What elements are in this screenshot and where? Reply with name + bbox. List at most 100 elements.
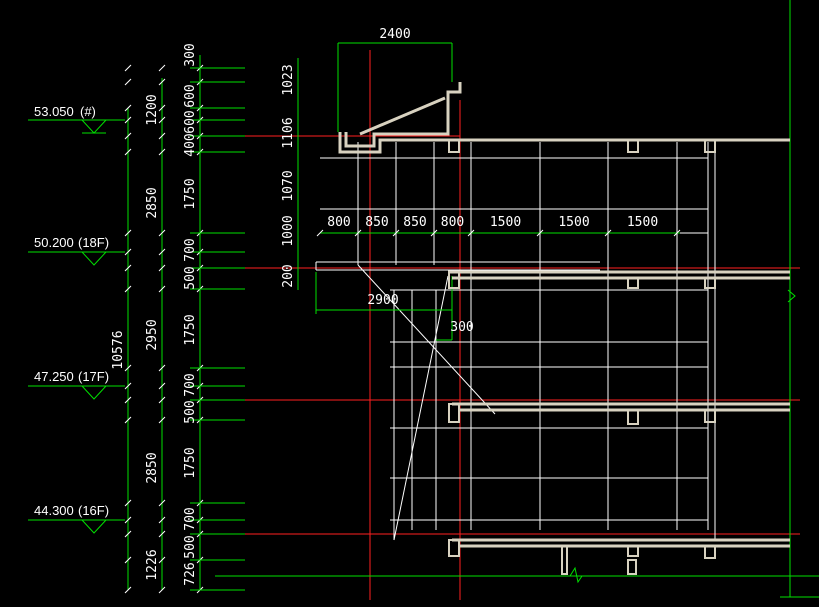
dim-c-3: 1000 bbox=[281, 215, 296, 246]
curtain-wall-grid bbox=[315, 142, 716, 541]
dimension-tick bbox=[124, 78, 132, 86]
dimension-tick bbox=[158, 104, 166, 112]
bay-tick bbox=[392, 229, 400, 237]
dim-b-10: 1750 bbox=[183, 447, 198, 478]
canopy-strut bbox=[359, 96, 446, 136]
dimension-tick bbox=[124, 396, 132, 404]
dimension-tick bbox=[124, 285, 132, 293]
dim-b-8: 700 bbox=[183, 373, 198, 396]
dim-a-0: 1200 bbox=[145, 94, 160, 125]
dimension-tick bbox=[124, 132, 132, 140]
bay-tick bbox=[467, 229, 475, 237]
dimension-tick bbox=[124, 364, 132, 372]
dim-c-0: 1023 bbox=[281, 64, 296, 95]
dimension-tick bbox=[124, 416, 132, 424]
dimension-chains bbox=[127, 55, 299, 590]
dim-a-3: 2850 bbox=[145, 452, 160, 483]
dimension-tick bbox=[158, 382, 166, 390]
level-label-0: 53.050 bbox=[34, 104, 74, 119]
bay-dim-label: 850 bbox=[403, 215, 426, 230]
bay-tick bbox=[430, 229, 438, 237]
level-tag-3: (16F) bbox=[78, 503, 109, 518]
dim-b-1: 600 bbox=[183, 84, 198, 107]
dimension-tick bbox=[124, 248, 132, 256]
dimension-tick bbox=[158, 499, 166, 507]
bay-tick bbox=[354, 229, 362, 237]
dimension-tick bbox=[158, 229, 166, 237]
dimension-tick bbox=[124, 556, 132, 564]
bay-tick bbox=[536, 229, 544, 237]
dimension-tick bbox=[124, 229, 132, 237]
dimension-tick bbox=[124, 382, 132, 390]
frame-lines bbox=[215, 0, 819, 598]
dimension-tick bbox=[124, 64, 132, 72]
bay-dim-label: 1500 bbox=[490, 215, 521, 230]
dim-b-7: 1750 bbox=[183, 314, 198, 345]
break-mark bbox=[569, 566, 583, 584]
dim-b-2: 600 bbox=[183, 110, 198, 133]
dimension-tick bbox=[158, 364, 166, 372]
level-label-2: 47.250 bbox=[34, 369, 74, 384]
top-dimension bbox=[337, 42, 453, 132]
dim-top-width: 2400 bbox=[379, 27, 410, 42]
bay-dim-label: 800 bbox=[441, 215, 464, 230]
dimension-tick bbox=[158, 396, 166, 404]
bay-dim-label: 800 bbox=[327, 215, 350, 230]
dim-a-1: 2850 bbox=[145, 187, 160, 218]
level-tag-0: (#) bbox=[80, 104, 96, 119]
dim-c-4: 200 bbox=[281, 264, 296, 287]
dimension-tick bbox=[158, 586, 166, 594]
dimension-tick bbox=[124, 530, 132, 538]
bay-tick bbox=[604, 229, 612, 237]
dim-b-4: 1750 bbox=[183, 178, 198, 209]
canopy-dimension bbox=[315, 272, 453, 341]
level-markers bbox=[28, 119, 125, 534]
dim-b-13: 726 bbox=[183, 562, 198, 585]
dimension-tick bbox=[124, 499, 132, 507]
bay-dim-label: 1500 bbox=[558, 215, 589, 230]
dim-b-3: 400 bbox=[183, 133, 198, 156]
dimension-tick bbox=[158, 516, 166, 524]
dimension-tick bbox=[158, 416, 166, 424]
bay-dim-label: 1500 bbox=[627, 215, 658, 230]
dimension-tick bbox=[158, 64, 166, 72]
dimension-tick bbox=[158, 530, 166, 538]
dim-b-9: 500 bbox=[183, 400, 198, 423]
dimension-tick bbox=[158, 248, 166, 256]
dimension-tick bbox=[124, 104, 132, 112]
dim-canopy-width: 2900 bbox=[367, 293, 398, 308]
bay-dim-label: 850 bbox=[365, 215, 388, 230]
roof-slab bbox=[338, 132, 790, 154]
extension-lines bbox=[190, 67, 245, 591]
dim-overall: 10576 bbox=[111, 330, 126, 369]
parapet bbox=[344, 82, 462, 148]
dim-b-0: 300 bbox=[183, 43, 198, 66]
dimension-tick bbox=[124, 148, 132, 156]
structure bbox=[338, 82, 790, 548]
beams bbox=[448, 139, 716, 575]
level-tag-2: (17F) bbox=[78, 369, 109, 384]
dimension-tick bbox=[124, 586, 132, 594]
dimension-tick bbox=[158, 132, 166, 140]
dim-b-11: 700 bbox=[183, 507, 198, 530]
axis-lines bbox=[245, 50, 800, 600]
dim-b-5: 700 bbox=[183, 238, 198, 261]
bay-dimensions: 800 850 850 800 1500 1500 1500 bbox=[316, 215, 681, 237]
dimension-tick bbox=[158, 556, 166, 564]
break-mark bbox=[787, 289, 796, 303]
dim-canopy-offset: 300 bbox=[450, 320, 473, 335]
dimension-tick bbox=[124, 516, 132, 524]
dimension-tick bbox=[124, 116, 132, 124]
dimension-tick bbox=[158, 264, 166, 272]
dim-a-2: 2950 bbox=[145, 319, 160, 350]
dimension-tick bbox=[158, 78, 166, 86]
bay-tick bbox=[316, 229, 324, 237]
dimension-tick bbox=[158, 285, 166, 293]
dim-b-6: 500 bbox=[183, 266, 198, 289]
dimension-tick bbox=[158, 116, 166, 124]
dim-a-4: 1226 bbox=[145, 549, 160, 580]
dimension-tick bbox=[124, 264, 132, 272]
level-tag-1: (18F) bbox=[78, 235, 109, 250]
